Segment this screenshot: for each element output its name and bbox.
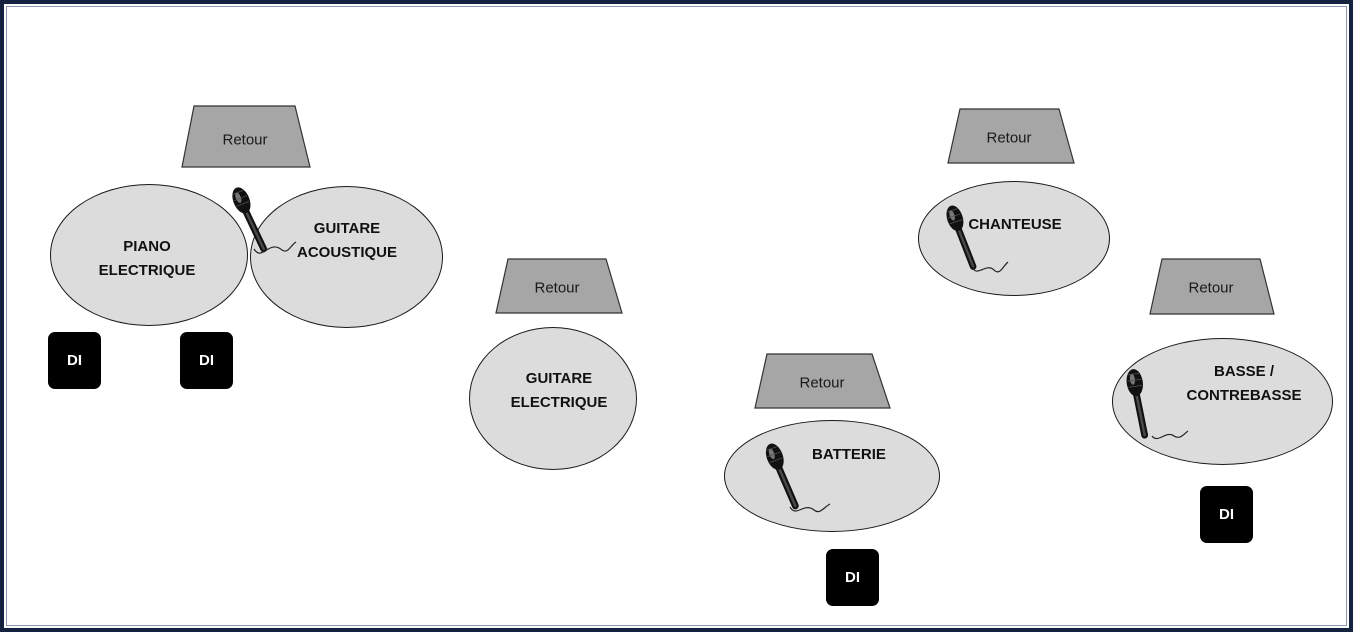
microphone-icon [1125, 368, 1150, 437]
position-ellipse-basse [1112, 338, 1333, 465]
di-box-label: DI [67, 352, 82, 369]
monitor-label: Retour [534, 279, 580, 297]
di-box: DI [180, 332, 233, 389]
stage-drawing [181, 105, 1275, 409]
label-line: ELECTRIQUE [98, 262, 196, 279]
position-label-piano: PIANO ELECTRIQUE [99, 235, 196, 283]
monitor-label: Retour [799, 374, 845, 392]
position-ellipse-chanteuse [918, 181, 1110, 296]
label-line: BASSE / [1213, 363, 1275, 380]
label-line: ELECTRIQUE [510, 394, 608, 411]
position-label-batterie: BATTERIE [812, 443, 886, 467]
position-label-chanteuse: CHANTEUSE [968, 213, 1061, 237]
position-ellipse-piano [50, 184, 248, 326]
microphone-cable-icon [971, 261, 1009, 273]
monitor-shape-chanteuse [947, 108, 1075, 164]
microphone-cable-icon [1151, 430, 1189, 440]
label-line: PIANO [123, 238, 171, 255]
di-box-label: DI [1219, 506, 1234, 523]
position-label-basse: BASSE / CONTREBASSE [1186, 360, 1301, 408]
di-box: DI [48, 332, 101, 389]
monitor-shape-basse [1149, 258, 1275, 315]
label-line: CHANTEUSE [968, 216, 1062, 233]
microphone-cable-icon [253, 241, 297, 254]
microphones-layer [4, 4, 1189, 632]
label-line: CONTREBASSE [1186, 387, 1302, 404]
label-line: ACOUSTIQUE [296, 244, 398, 261]
monitor-shape-batterie [754, 353, 891, 409]
microphone-cable-icon [789, 503, 831, 513]
monitor-shape-piano [181, 105, 311, 168]
monitor-label: Retour [986, 129, 1032, 147]
label-line: GUITARE [313, 220, 381, 237]
monitor-label: Retour [222, 131, 268, 149]
monitor-shape-guitare-electrique [495, 258, 623, 314]
monitor-label: Retour [1188, 279, 1234, 297]
microphone-icon [763, 441, 801, 509]
position-ellipse-guitare-electrique [469, 327, 637, 470]
position-ellipse-batterie [724, 420, 940, 532]
label-line: GUITARE [525, 370, 593, 387]
label-line: BATTERIE [812, 446, 886, 463]
position-label-guitare-acoustique: GUITARE ACOUSTIQUE [297, 217, 397, 265]
di-box-label: DI [845, 569, 860, 586]
microphone-icon [229, 185, 269, 253]
di-box-label: DI [199, 352, 214, 369]
di-box: DI [1200, 486, 1253, 543]
position-label-guitare-electrique: GUITARE ELECTRIQUE [511, 367, 608, 415]
position-ellipse-guitare-acoustique [250, 186, 443, 328]
di-box: DI [826, 549, 879, 606]
